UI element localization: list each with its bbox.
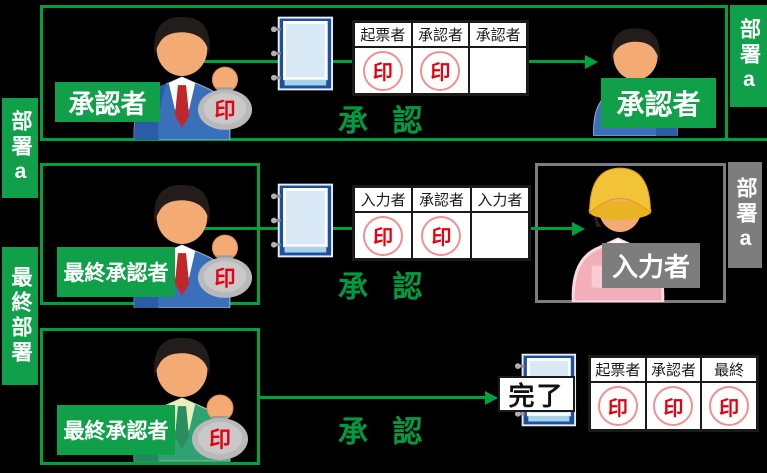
row1-approve-text: 承 認 bbox=[338, 105, 431, 138]
row3-arrowhead-icon bbox=[485, 391, 498, 405]
table-cell: 印 bbox=[590, 382, 646, 430]
table-header: 入力者 bbox=[470, 187, 529, 212]
row1-notebook-icon bbox=[270, 15, 334, 92]
notebook-icon bbox=[270, 183, 334, 258]
seal-stamp: 印 bbox=[421, 215, 462, 256]
row2-notebook-icon bbox=[270, 182, 334, 259]
row3-approve-text: 承 認 bbox=[338, 416, 431, 449]
table-header: 起票者 bbox=[590, 357, 646, 382]
row3-approval-stamp-table: 起票者 承認者 最終 印 印 印 bbox=[588, 355, 759, 432]
dept-label-right-middle: 部署a bbox=[728, 162, 762, 268]
row3-approve-arrow-line bbox=[260, 396, 486, 399]
seal-stamp: 印 bbox=[362, 50, 403, 91]
seal-character: 印 bbox=[209, 427, 231, 452]
table-cell: 印 bbox=[645, 382, 702, 430]
row1-border-extension-line bbox=[728, 138, 767, 141]
table-header: 最終 bbox=[701, 357, 757, 382]
table-cell: 印 bbox=[354, 47, 412, 94]
row1-approver-label: 承認者 bbox=[55, 82, 160, 122]
table-cell: 印 bbox=[412, 212, 471, 259]
seal-stamp: 印 bbox=[363, 215, 404, 256]
row3-final-approver-label: 最終承認者 bbox=[57, 405, 175, 455]
seal-stamp: 印 bbox=[709, 386, 750, 426]
hanko-stamp-icon: 印 bbox=[197, 234, 253, 298]
seal-stamp: 印 bbox=[597, 386, 638, 426]
row2-approval-stamp-table: 入力者 承認者 入力者 印 印 bbox=[352, 185, 531, 261]
row1-department-box bbox=[40, 5, 728, 141]
table-cell: 印 bbox=[411, 47, 470, 94]
row1-arrowhead-icon bbox=[585, 55, 598, 69]
row3-department-box bbox=[40, 328, 260, 465]
seal-stamp: 印 bbox=[653, 386, 694, 426]
row3-complete-label: 完了 bbox=[498, 376, 575, 412]
notebook-icon bbox=[270, 16, 334, 91]
dept-label-right-top: 部署a bbox=[730, 5, 767, 107]
dept-label-left-bottom: 最終部署 bbox=[2, 247, 38, 385]
table-header: 承認者 bbox=[412, 187, 471, 212]
seal-character: 印 bbox=[214, 98, 235, 122]
table-header: 承認者 bbox=[469, 22, 527, 47]
row2-arrowhead-icon bbox=[572, 222, 585, 236]
row1-target-approver-label: 承認者 bbox=[601, 78, 716, 128]
table-cell bbox=[469, 47, 527, 94]
table-header: 承認者 bbox=[645, 357, 702, 382]
row2-inputter-label: 入力者 bbox=[602, 243, 700, 288]
table-cell: 印 bbox=[354, 212, 413, 259]
row1-stamp-hand-icon: 印 bbox=[196, 64, 254, 132]
seal-stamp: 印 bbox=[420, 50, 461, 91]
dept-label-left-top: 部署a bbox=[2, 98, 38, 198]
hanko-stamp-icon: 印 bbox=[192, 394, 248, 460]
table-header: 承認者 bbox=[411, 22, 470, 47]
table-header: 入力者 bbox=[354, 187, 413, 212]
row2-final-approver-label: 最終承認者 bbox=[57, 247, 175, 297]
row2-approve-text: 承 認 bbox=[338, 271, 431, 304]
table-header: 起票者 bbox=[354, 22, 412, 47]
hanko-stamp-icon: 印 bbox=[197, 66, 253, 130]
row1-approval-stamp-table: 起票者 承認者 承認者 印 印 bbox=[352, 20, 529, 96]
seal-character: 印 bbox=[214, 266, 235, 290]
table-cell: 印 bbox=[701, 382, 757, 430]
row3-stamp-hand-icon: 印 bbox=[190, 392, 250, 462]
table-cell bbox=[470, 212, 529, 259]
row2-stamp-hand-icon: 印 bbox=[196, 232, 254, 300]
